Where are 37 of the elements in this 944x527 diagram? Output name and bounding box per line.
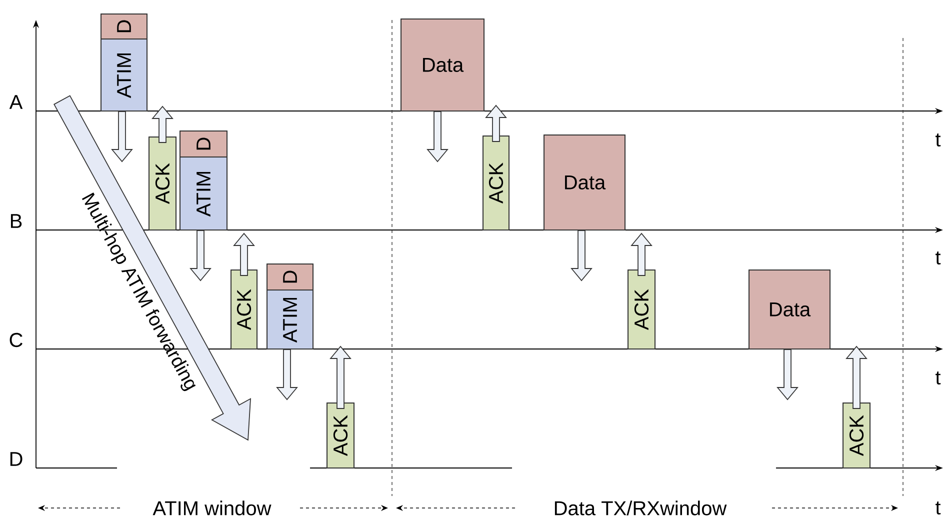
packet-box: ACK [482, 136, 510, 230]
packet-box: ACK [628, 270, 656, 350]
block-arrow [630, 232, 652, 276]
block-arrow [846, 346, 868, 409]
block-arrow [485, 104, 507, 142]
block-arrow [111, 111, 133, 162]
block-arrow [776, 349, 798, 400]
block-arrow [233, 232, 255, 276]
packet-box: ACK [148, 136, 176, 230]
block-arrow [330, 346, 352, 409]
packet-box: Data [400, 18, 484, 112]
block-arrow [190, 230, 212, 282]
packet-box: ATIM [180, 156, 228, 230]
packet-box: ACK [842, 402, 871, 468]
packet-box: D [266, 264, 314, 290]
packet-box: ATIM [100, 38, 148, 112]
row-label: B [10, 214, 22, 228]
row-label: C [10, 332, 22, 348]
window-label: ATIM window [152, 500, 272, 516]
block-arrow [276, 349, 298, 400]
time-label: t [936, 501, 941, 515]
block-arrow [152, 106, 174, 143]
packet-box: ACK [230, 270, 258, 350]
packet-box: Data [748, 270, 831, 350]
packet-box: ACK [326, 402, 354, 468]
window-label: Data TX/RXwindow [554, 500, 727, 516]
packet-box: D [100, 14, 148, 40]
row-label: D [10, 452, 22, 466]
time-label: t [936, 371, 941, 385]
time-label: t [936, 133, 941, 147]
row-label: A [9, 95, 23, 109]
packet-box: D [180, 130, 228, 158]
packet-box: ATIM [266, 290, 314, 350]
time-label: t [936, 251, 941, 265]
packet-box: Data [544, 134, 626, 230]
block-arrow [426, 111, 448, 162]
block-arrow [570, 230, 592, 282]
